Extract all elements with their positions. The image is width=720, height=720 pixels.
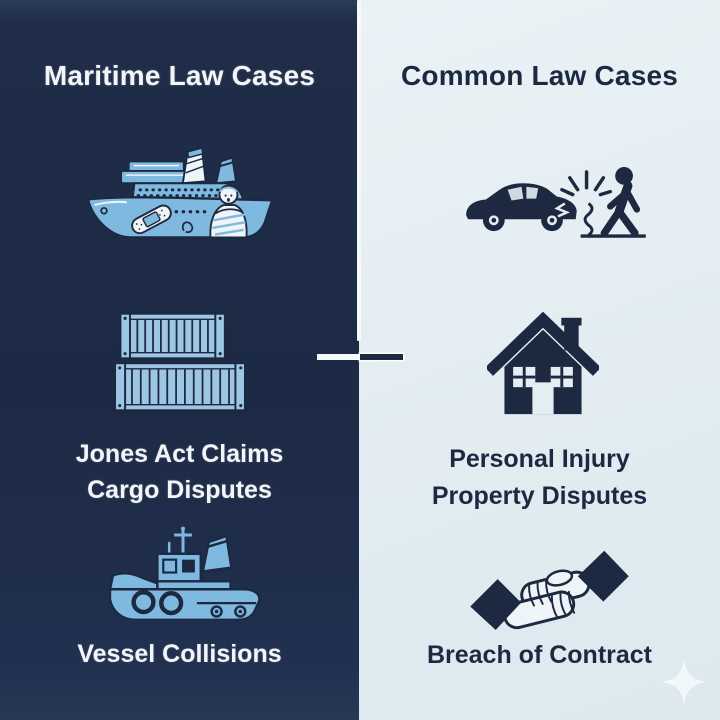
vertical-divider-line xyxy=(357,0,361,341)
maritime-label-jones-act: Jones Act Claims xyxy=(75,440,284,468)
cargo-containers-icon xyxy=(113,312,247,412)
maritime-label-vessel-collisions: Vessel Collisions xyxy=(77,640,282,668)
car-pedestrian-accident-icon xyxy=(460,166,648,241)
tugboat-icon xyxy=(106,526,264,620)
common-label-breach-of-contract: Breach of Contract xyxy=(426,641,653,669)
maritime-title: Maritime Law Cases xyxy=(43,60,316,91)
handshake-icon xyxy=(468,540,630,630)
common-label-property-disputes: Property Disputes xyxy=(431,482,648,510)
sparkle-icon xyxy=(658,656,710,708)
house-icon xyxy=(487,312,599,418)
horizontal-divider-right-segment xyxy=(360,354,403,360)
maritime-label-cargo-disputes: Cargo Disputes xyxy=(87,476,272,504)
common-law-title: Common Law Cases xyxy=(400,60,679,91)
injured-cruise-ship-icon xyxy=(85,145,275,250)
common-label-personal-injury: Personal Injury xyxy=(449,445,630,473)
horizontal-divider-left-segment xyxy=(317,354,360,360)
